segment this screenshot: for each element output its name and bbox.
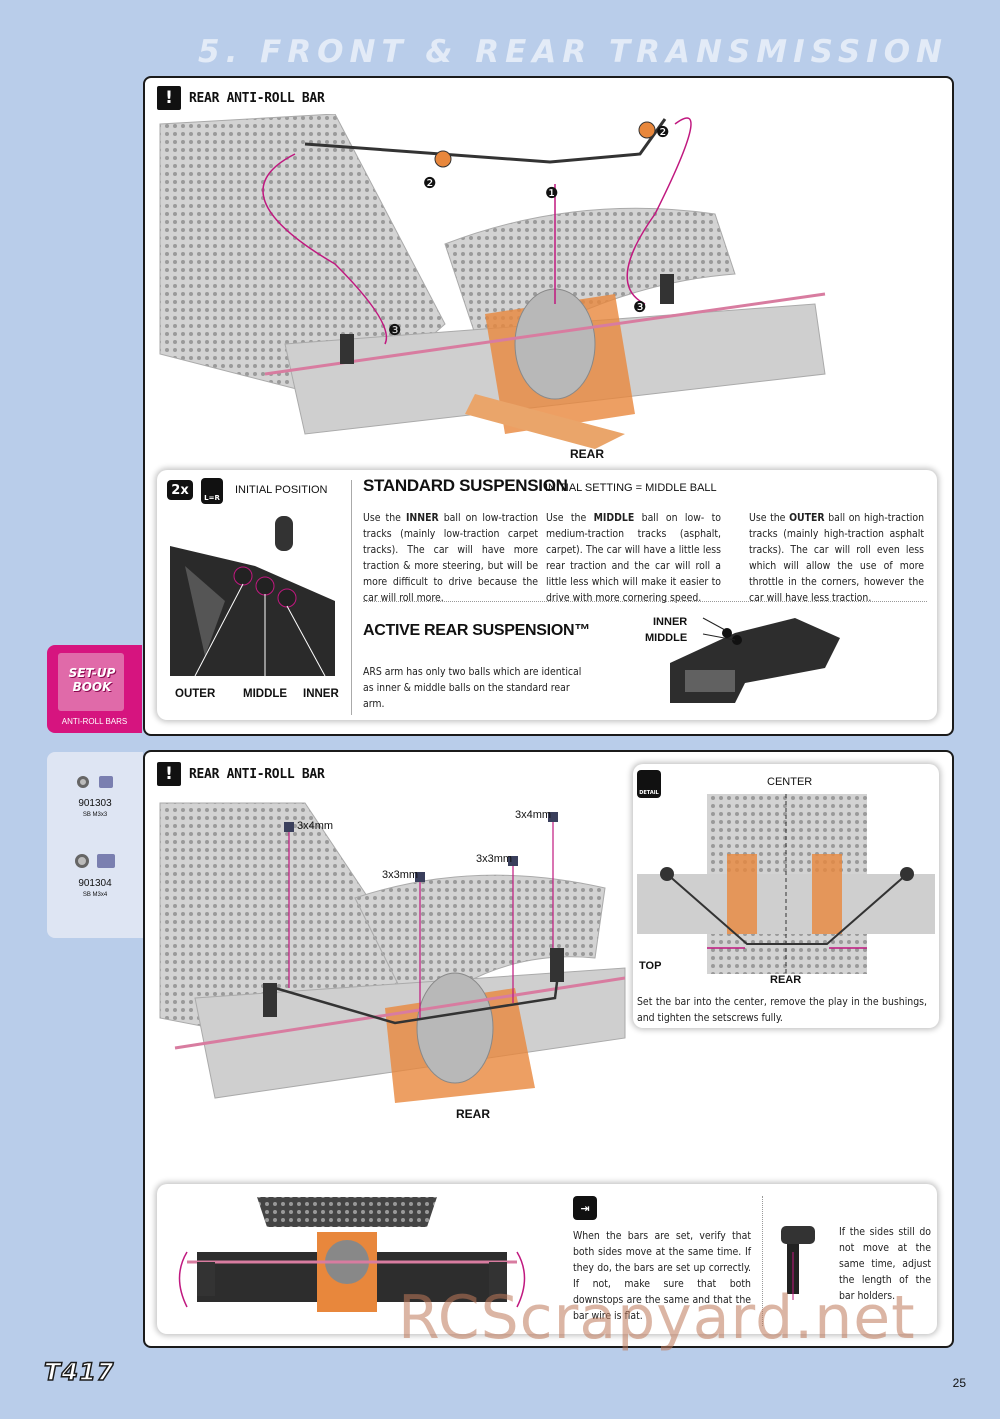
setup-book-icon: SET-UP BOOK [58,653,124,711]
part-desc: SB M3x3 [82,812,108,818]
setup-book-tab[interactable]: SET-UP BOOK ANTI-ROLL BARS [47,645,142,733]
top-view-illustration [637,794,935,974]
differential [514,288,596,400]
check-icon: ⇥ [573,1196,597,1220]
setscrew-side-icon [97,854,115,868]
setscrew-icon [75,854,89,868]
section-title: REAR ANTI-ROLL BAR [189,90,325,106]
rear-brace [465,394,625,449]
detail-text: Set the bar into the center, remove the … [637,996,927,1024]
ball-positions-illustration [170,516,335,676]
section-title: REAR ANTI-ROLL BAR [189,766,325,782]
view-label-rear: REAR [456,1107,491,1121]
ars-inner-label: INNER [653,616,688,628]
drive-shaft [264,292,826,376]
text: Use the [546,512,594,524]
adjust-text: If the sides still do not move at the sa… [839,1226,931,1302]
rear-label: REAR [770,974,802,986]
setscrew-icon [77,776,89,788]
ars-arm-illustration [670,617,840,703]
callout-2: ❷ [656,124,670,141]
bar-holder-left [340,334,354,364]
horizontal-divider [363,601,927,602]
screw-label: 3x3mm [382,869,419,881]
quantity-badge: 2x [167,480,193,500]
parts-tab: 901303 SB M3x3 901304 SB M3x4 [47,752,143,938]
vertical-divider [762,1196,763,1326]
inner-ball-text: Use the INNER ball on low-traction track… [363,510,538,606]
text: ball on high-traction tracks (mainly hig… [749,512,924,604]
callout-1: ❶ [545,185,559,202]
text: Use the [363,512,406,524]
chassis-illustration-2 [159,802,626,1103]
warning-icon: ! [157,762,181,786]
text: Use the [749,512,790,524]
standard-suspension-subtitle: INITIAL SETTING = MIDDLE BALL [545,482,717,494]
screw-label: 3x3mm [476,853,513,865]
part-code: 901304 [78,878,112,889]
text-bold: MIDDLE [593,512,635,524]
callout-3: ❸ [633,299,647,316]
middle-ball-text: Use the MIDDLE ball on low- to medium-tr… [546,510,721,606]
outer-label: OUTER [175,688,216,700]
bar-bushing-right [638,121,656,139]
setup-book-line2: BOOK [72,680,112,694]
page-header: 5. FRONT & REAR TRANSMISSION [0,0,1000,76]
detail-icon: DETAIL [637,770,661,798]
check-text: When the bars are set, verify that both … [573,1230,751,1322]
text-bold: OUTER [789,512,825,524]
text: ball on low-traction tracks (mainly low-… [363,512,538,604]
page-title: 5. FRONT & REAR TRANSMISSION [198,34,948,70]
view-label-rear: REAR [570,447,605,461]
page-number: 25 [952,1376,966,1390]
suspension-settings-box: 2x L=R INITIAL POSITION OUTER MIDDLE INN… [157,470,937,720]
part-desc: SB M3x4 [82,892,108,898]
rear-view-illustration [178,1197,526,1312]
setup-book-line1: SET-UP [68,666,116,680]
detail-box: DETAIL CENTER TOP REAR Set the bar into … [633,764,939,1028]
assembly-arrow [262,153,388,345]
bar-bushing-left [434,150,452,168]
text-bold: INNER [405,512,439,524]
initial-position-label: INITIAL POSITION [235,484,328,496]
callout-3: ❸ [388,322,402,339]
bar-check-box: ⇥ When the bars are set, verify that bot… [157,1184,937,1334]
setscrew-side-icon [99,776,113,788]
panel-rear-anti-roll-bar-1: ! REAR ANTI-ROLL BAR ❷ ❶ ❷ ❸ ❸ REAR 2x L… [143,76,954,736]
bar-holder-right [660,274,674,304]
callout-2: ❷ [423,175,437,192]
model-logo: T417 [43,1357,115,1387]
chassis-illustration [159,114,826,449]
section-header: ! REAR ANTI-ROLL BAR [157,86,325,110]
watermark: RCScrapyard.net [398,1283,916,1353]
middle-label: MIDDLE [243,688,288,700]
standard-suspension-title: STANDARD SUSPENSION [363,476,568,495]
vertical-divider [351,480,352,715]
active-rear-suspension-text: ARS arm has only two balls which are ide… [363,666,582,710]
setup-book-caption: ANTI-ROLL BARS [61,717,128,726]
assembly-arrow [626,117,692,305]
warning-icon: ! [157,86,181,110]
text: ball on low- to medium-traction tracks (… [546,512,722,604]
bar-holder-illustration [781,1226,815,1300]
anti-roll-bar-wire [304,118,667,164]
left-right-icon: L=R [201,478,223,504]
center-label: CENTER [767,776,813,788]
screw-label: 3x4mm [515,809,552,821]
screw-label: 3x4mm [297,820,334,832]
panel-rear-anti-roll-bar-2: ! REAR ANTI-ROLL BAR 3x4mm 3x4mm 3x3mm 3… [143,750,954,1348]
outer-ball-text: Use the OUTER ball on high-traction trac… [749,510,924,606]
part-code: 901303 [78,798,112,809]
top-label: TOP [639,960,662,972]
ars-middle-label: MIDDLE [645,632,688,644]
section-header: ! REAR ANTI-ROLL BAR [157,762,325,786]
inner-label: INNER [303,688,339,700]
active-rear-suspension-title: ACTIVE REAR SUSPENSION™ [363,622,590,639]
